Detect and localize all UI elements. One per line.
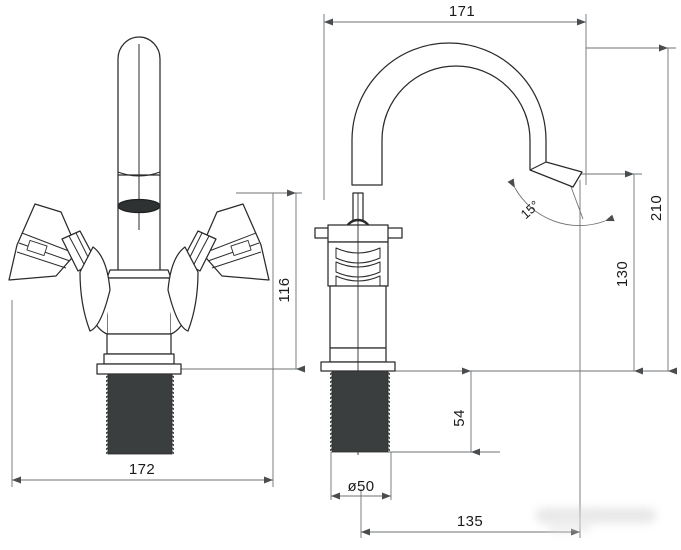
dim-label-172: 172 bbox=[129, 461, 155, 478]
side-shank-body bbox=[331, 370, 389, 453]
left-handle-wing bbox=[8, 203, 79, 281]
front-spout-base-flange bbox=[106, 269, 172, 279]
left-handle-wing-rib-3 bbox=[16, 251, 67, 269]
dim-label-171: 171 bbox=[449, 3, 475, 20]
front-handle-right bbox=[167, 203, 270, 332]
right-handle-wing-rib-3 bbox=[211, 251, 262, 269]
side-threaded-shank bbox=[330, 370, 390, 453]
dimension-lines-group bbox=[11, 14, 677, 538]
front-shank-thread-left bbox=[106, 375, 109, 454]
front-handle-left bbox=[8, 203, 111, 332]
front-shank-thread-right bbox=[171, 375, 174, 454]
front-threaded-shank bbox=[106, 373, 174, 455]
angle-arc-15 bbox=[507, 178, 615, 226]
dim-label-angle-15: 15° bbox=[518, 198, 543, 222]
right-handle-wing-rib-1 bbox=[203, 232, 257, 254]
right-handle-rib-inset bbox=[230, 240, 252, 256]
front-view-geometry bbox=[8, 36, 270, 375]
side-view-geometry bbox=[314, 42, 583, 455]
side-shank-thread-right bbox=[387, 372, 390, 452]
right-handle-stem bbox=[167, 246, 199, 332]
right-handle-wing bbox=[199, 203, 270, 281]
dim-label-135: 135 bbox=[457, 513, 483, 530]
front-body-skirt bbox=[106, 333, 172, 355]
side-spout-tip-seam bbox=[529, 161, 547, 171]
side-shank-thread-left bbox=[330, 372, 333, 452]
dim-label-d50: ø50 bbox=[347, 478, 374, 495]
front-mounting-washer bbox=[96, 363, 182, 375]
dim-label-130: 130 bbox=[614, 261, 631, 287]
dim-label-116: 116 bbox=[276, 277, 293, 302]
dim-label-210: 210 bbox=[648, 195, 665, 221]
front-body-upper bbox=[104, 277, 174, 335]
watermark bbox=[536, 508, 656, 532]
left-handle-wing-rib-1 bbox=[21, 232, 75, 254]
front-spout-collar bbox=[117, 171, 161, 177]
front-body-skirt-step bbox=[103, 353, 175, 365]
left-handle-stem bbox=[79, 246, 111, 332]
dim-label-54: 54 bbox=[451, 409, 468, 427]
left-handle-rib-inset bbox=[26, 240, 48, 256]
front-shank-body bbox=[107, 373, 173, 455]
side-spout-arc bbox=[351, 42, 583, 188]
front-aerator-ellipse bbox=[117, 198, 161, 214]
left-collar-rib-a bbox=[68, 235, 86, 267]
right-collar-rib-a bbox=[192, 235, 210, 267]
